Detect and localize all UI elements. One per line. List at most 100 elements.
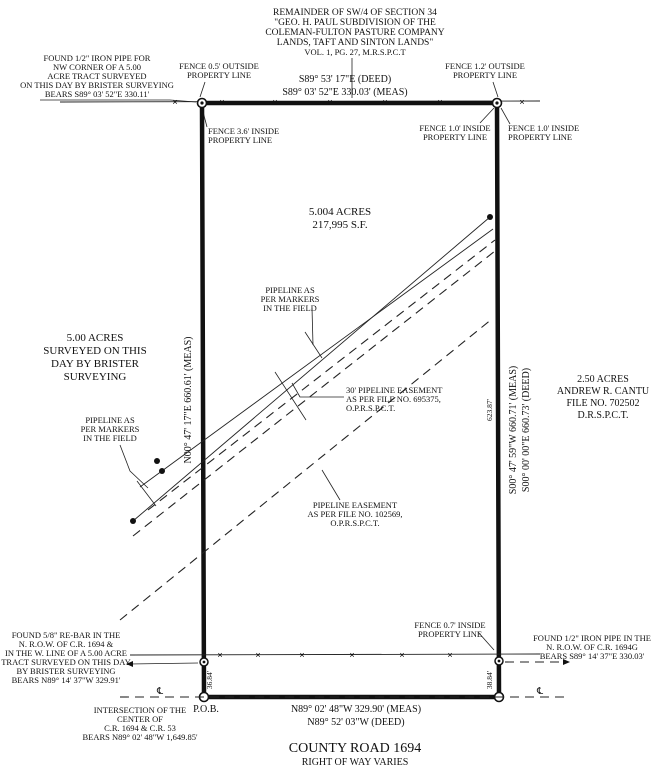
- se-note-line-1: FOUND 1/2" IRON PIPE IN THE: [533, 633, 651, 643]
- fence-se-inside-note: FENCE 0.7' INSIDE PROPERTY LINE: [414, 620, 485, 639]
- south-line-deed-bearing: N89° 52' 03"W (DEED): [307, 717, 404, 728]
- pipeline-lower-note: PIPELINE AS PER MARKERS IN THE FIELD: [81, 415, 140, 443]
- easement-30-line-1: 30' PIPELINE EASEMENT: [346, 385, 443, 395]
- fence-ne-inside-a-line-1: FENCE 1.0' INSIDE: [419, 123, 490, 133]
- title-line-2: "GEO. H. PAUL SUBDIVISION OF THE: [274, 18, 436, 28]
- centerline-east-icon: ℄: [536, 687, 544, 697]
- sw-note-line-2: N. R.O.W. OF C.R. 1694 &: [19, 639, 114, 649]
- sw-note-line-5: BY BRISTER SURVEYING: [16, 666, 115, 676]
- fence-nw-outside-leader: [199, 81, 206, 98]
- fence-ne-outside-line-1: FENCE 1.2' OUTSIDE: [445, 61, 525, 71]
- easement-30-leader: [291, 382, 344, 398]
- sw-rebar-monument-dot: [202, 660, 206, 664]
- fence-nw-inside-line-1: FENCE 3.6' INSIDE: [208, 126, 279, 136]
- fence-x-mark: ×: [255, 650, 260, 660]
- sw-corner-note: FOUND 5/8" RE-BAR IN THE N. R.O.W. OF C.…: [1, 630, 131, 685]
- fence-ne-outside-line-2: PROPERTY LINE: [453, 70, 517, 80]
- se-note-line-2: N. R.O.W. OF C.R. 1694G: [546, 642, 638, 652]
- intersection-line-4: BEARS N89° 02' 48"W 1,649.85': [82, 732, 198, 742]
- fence-ne-inside-a-leader: [479, 107, 495, 124]
- easement-30-note: 30' PIPELINE EASEMENT AS PER FILE NO. 69…: [346, 385, 443, 413]
- fence-x-mark: ×: [399, 650, 404, 660]
- nw-note-line-3: ACRE TRACT SURVEYED: [47, 71, 146, 81]
- intersection-line-3: C.R. 1694 & C.R. 53: [104, 723, 176, 733]
- road-row-note: RIGHT OF WAY VARIES: [302, 757, 409, 768]
- pipeline-lower-line-3: IN THE FIELD: [83, 433, 137, 443]
- fence-ne-outside-note: FENCE 1.2' OUTSIDE PROPERTY LINE: [445, 61, 525, 80]
- south-fence-x-marks: × × × × × ×: [217, 650, 452, 660]
- fence-nw-outside-note: FENCE 0.5' OUTSIDE PROPERTY LINE: [179, 61, 259, 80]
- nw-note-line-2: NW CORNER OF A 5.00: [53, 62, 141, 72]
- se-row-distance: 38.84': [485, 670, 494, 689]
- nw-corner-note: FOUND 1/2" IRON PIPE FOR NW CORNER OF A …: [20, 53, 174, 99]
- fence-x-mark: ×: [172, 97, 177, 107]
- north-line-meas-bearing: S89° 03' 52"E 330.03' (MEAS): [282, 87, 407, 98]
- easement-30-dashed-line-2: [132, 250, 496, 537]
- fence-x-mark: ×: [299, 650, 304, 660]
- easement-102569-leader: [321, 469, 341, 501]
- se-corner-note: FOUND 1/2" IRON PIPE IN THE N. R.O.W. OF…: [533, 633, 651, 661]
- pipeline-line-1: [132, 216, 491, 522]
- easement-102569-note: PIPELINE EASEMENT AS PER FILE NO. 102569…: [308, 500, 403, 528]
- west-adjoiner-line-2: SURVEYED ON THIS: [43, 345, 146, 357]
- pipeline-upper-leader: [311, 307, 314, 346]
- pipeline-marker-icon: [154, 458, 160, 464]
- fence-se-inside-line-2: PROPERTY LINE: [418, 629, 482, 639]
- easement-102569-line-2: AS PER FILE NO. 102569,: [308, 509, 403, 519]
- west-adjoiner-line-3: DAY BY BRISTER: [51, 358, 140, 370]
- east-adjoiner-line-3: FILE NO. 702502: [566, 398, 639, 409]
- intersection-note: INTERSECTION OF THE CENTER OF C.R. 1694 …: [82, 705, 198, 742]
- nw-note-line-4: ON THIS DAY BY BRISTER SURVEYING: [20, 80, 174, 90]
- se-arrow-icon: [563, 659, 570, 665]
- easement-30-line-3: O.P.R.S.P.C.T.: [346, 403, 395, 413]
- fence-ne-inside-a-line-2: PROPERTY LINE: [423, 132, 487, 142]
- fence-x-mark: ×: [217, 650, 222, 660]
- point-of-beginning: P.O.B.: [193, 704, 219, 715]
- fence-nw-inside-line-2: PROPERTY LINE: [208, 135, 272, 145]
- easement-30-tick: [274, 371, 307, 421]
- east-adjoiner-label: 2.50 ACRES ANDREW R. CANTU FILE NO. 7025…: [557, 374, 650, 421]
- pipeline-marker-icon: [130, 518, 136, 524]
- fence-x-mark: ×: [349, 650, 354, 660]
- ne-corner-monument-dot: [495, 101, 499, 105]
- se-note-line-3: BEARS S89° 14' 37"E 330.03': [540, 651, 645, 661]
- fence-ne-inside-a-note: FENCE 1.0' INSIDE PROPERTY LINE: [419, 123, 490, 142]
- easement-102569-line-1: PIPELINE EASEMENT: [313, 500, 398, 510]
- tract-acres: 5.004 ACRES: [309, 206, 371, 218]
- road-name: COUNTY ROAD 1694: [289, 741, 421, 756]
- sw-note-line-4: TRACT SURVEYED ON THIS DAY: [1, 657, 131, 667]
- title-line-4: LANDS, TAFT AND SINTON LANDS": [277, 38, 434, 48]
- fence-ne-inside-b-note: FENCE 1.0' INSIDE PROPERTY LINE: [508, 123, 579, 142]
- sw-note-leader: [129, 662, 199, 665]
- nw-note-line-1: FOUND 1/2" IRON PIPE FOR: [44, 53, 151, 63]
- south-line-meas-bearing: N89° 02' 48"W 329.90' (MEAS): [291, 704, 421, 715]
- sw-row-distance: 36.84': [205, 670, 214, 689]
- fence-nw-outside-line-2: PROPERTY LINE: [187, 70, 251, 80]
- pipeline-lower-line-2: PER MARKERS: [81, 424, 140, 434]
- north-line-deed-bearing: S89° 53' 17"E (DEED): [299, 74, 391, 85]
- pipeline-upper-line-2: PER MARKERS: [261, 294, 320, 304]
- east-adjoiner-line-1: 2.50 ACRES: [577, 374, 629, 385]
- east-adjoiner-line-4: D.R.S.P.C.T.: [578, 410, 629, 421]
- intersection-line-1: INTERSECTION OF THE: [94, 705, 186, 715]
- east-line-meas-bearing: S00° 47' 59"W 660.71' (MEAS): [508, 366, 519, 494]
- easement-102569-line-3: O.P.R.S.P.C.T.: [330, 518, 379, 528]
- pipeline-upper-line-3: IN THE FIELD: [263, 303, 317, 313]
- title-line-1: REMAINDER OF SW/4 OF SECTION 34: [273, 8, 437, 18]
- fence-ne-inside-b-line-2: PROPERTY LINE: [508, 132, 572, 142]
- west-adjoiner-line-1: 5.00 ACRES: [67, 332, 124, 344]
- pipeline-upper-tick: [304, 331, 323, 359]
- easement-102569-dashed-line: [119, 318, 493, 621]
- pipeline-line-2: [139, 228, 494, 488]
- title-line-3: COLEMAN-FULTON PASTURE COMPANY: [265, 28, 444, 38]
- fence-nw-outside-line-1: FENCE 0.5' OUTSIDE: [179, 61, 259, 71]
- easement-30-dashed-line: [147, 239, 496, 511]
- west-line-meas-bearing: N00° 47' 17"E 660.61' (MEAS): [183, 337, 194, 464]
- pipeline-marker-icon: [159, 468, 165, 474]
- se-pipe-monument-dot: [497, 659, 501, 663]
- pipeline-upper-line-1: PIPELINE AS: [265, 285, 315, 295]
- fence-ne-outside-leader: [492, 81, 499, 98]
- sw-arrow-icon: [126, 661, 133, 667]
- pipeline-upper-note: PIPELINE AS PER MARKERS IN THE FIELD: [261, 285, 320, 313]
- title-line-5: VOL. 1, PG. 27, M.R.S.P.C.T: [304, 47, 406, 57]
